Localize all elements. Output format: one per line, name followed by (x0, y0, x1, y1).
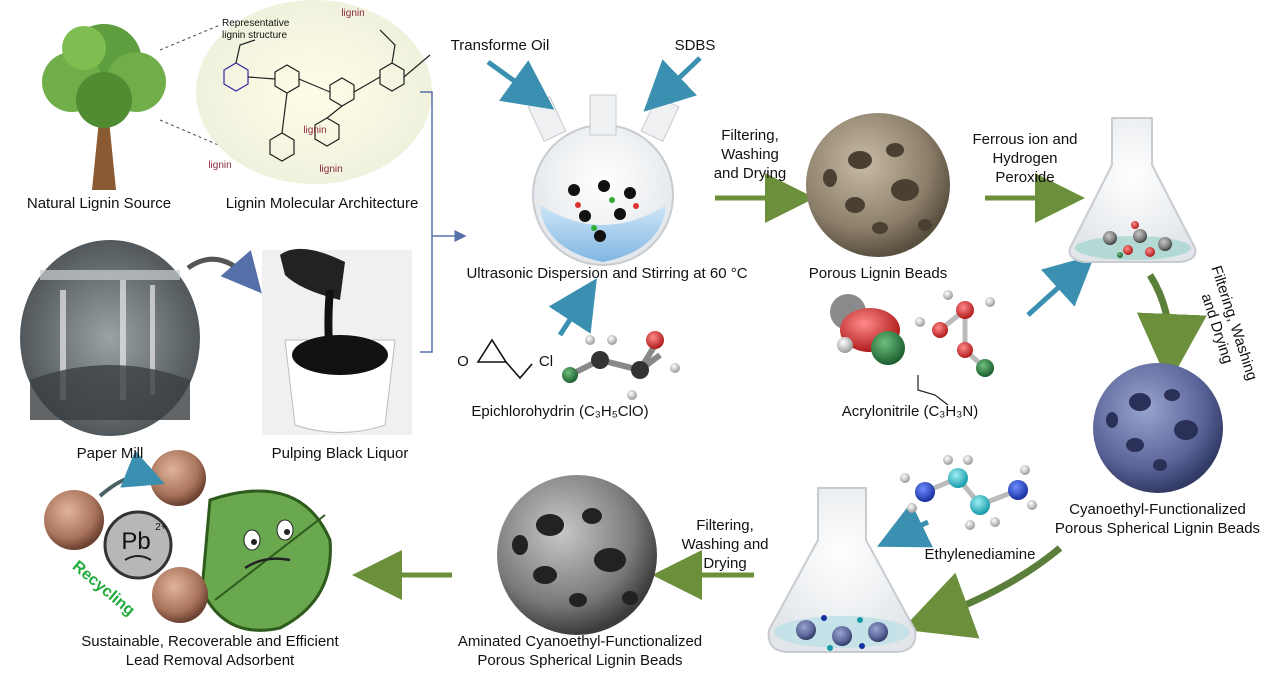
label-molecular-architecture: Lignin Molecular Architecture (225, 195, 419, 212)
tree-illustration (42, 24, 166, 190)
lignin-tag-top: lignin (341, 8, 365, 19)
label-fenton: Ferrous ion and Hydrogen Peroxide (972, 131, 1078, 186)
label-representative-structure: Representative lignin structure (222, 18, 290, 41)
acrylonitrile-ballstick (915, 290, 995, 406)
epichlorohydrin-skeletal (476, 338, 533, 380)
label-epi-cl: Cl (538, 353, 554, 370)
lignin-structure (196, 0, 432, 184)
label-acrylonitrile: Acrylonitrile (C₃H₃N) (841, 403, 979, 420)
label-cyano-beads: Cyanoethyl-Functionalized Porous Spheric… (1054, 501, 1261, 537)
black-liquor-illustration (262, 248, 412, 435)
label-filter-1: Filtering, Washing and Drying (713, 127, 787, 182)
label-adsorbent: Sustainable, Recoverable and Efficient L… (81, 633, 339, 669)
paper-mill-photo (20, 240, 200, 436)
label-transformer-oil: Transforme Oil (450, 37, 550, 54)
label-pb-charge: 2+ (155, 522, 167, 533)
mill-to-liquor-arrow (186, 250, 262, 294)
label-black-liquor: Pulping Black Liquor (271, 445, 409, 462)
label-aminated: Aminated Cyanoethyl-Functionalized Porou… (457, 633, 703, 669)
input-bracket (420, 91, 433, 353)
arrow-to-amination-flask (901, 545, 1063, 639)
label-natural-source: Natural Lignin Source (26, 195, 172, 212)
lignin-tag-bottom: lignin (319, 164, 343, 175)
label-filter-3: Filtering, Washing and Drying (681, 517, 769, 572)
aminated-bead (497, 475, 657, 635)
label-epichlorohydrin: Epichlorohydrin (C₃H₅ClO) (471, 403, 649, 420)
lignin-tag-left: lignin (208, 160, 232, 171)
label-porous-beads: Porous Lignin Beads (808, 265, 948, 282)
label-pb: Pb (121, 528, 151, 555)
ethylenediamine-3d (900, 455, 1037, 530)
label-paper-mill: Paper Mill (76, 445, 144, 462)
epichlorohydrin-3d (562, 331, 680, 400)
label-ethylenediamine: Ethylenediamine (924, 546, 1036, 563)
fenton-flask (1068, 117, 1197, 263)
cyanoethyl-bead (1093, 363, 1223, 493)
ethylenediamine-arrow (877, 502, 933, 548)
acrylonitrile-arrow (1026, 254, 1095, 317)
label-ultrasonic: Ultrasonic Dispersion and Stirring at 60… (466, 265, 748, 282)
adsorbent-illustration (44, 450, 332, 632)
label-epi-o: O (457, 353, 469, 370)
acrylonitrile-spacefill (830, 294, 905, 365)
oil-arrow (486, 59, 555, 110)
three-neck-flask (527, 94, 680, 266)
arrow-to-cyano-beads (1136, 273, 1207, 384)
porous-lignin-bead (806, 113, 950, 257)
label-sdbs: SDBS (674, 37, 716, 54)
epichlorohydrin-arrow (548, 278, 597, 337)
sdbs-arrow (643, 56, 702, 112)
lignin-tag-mid: lignin (303, 125, 327, 136)
amination-flask (767, 487, 917, 653)
